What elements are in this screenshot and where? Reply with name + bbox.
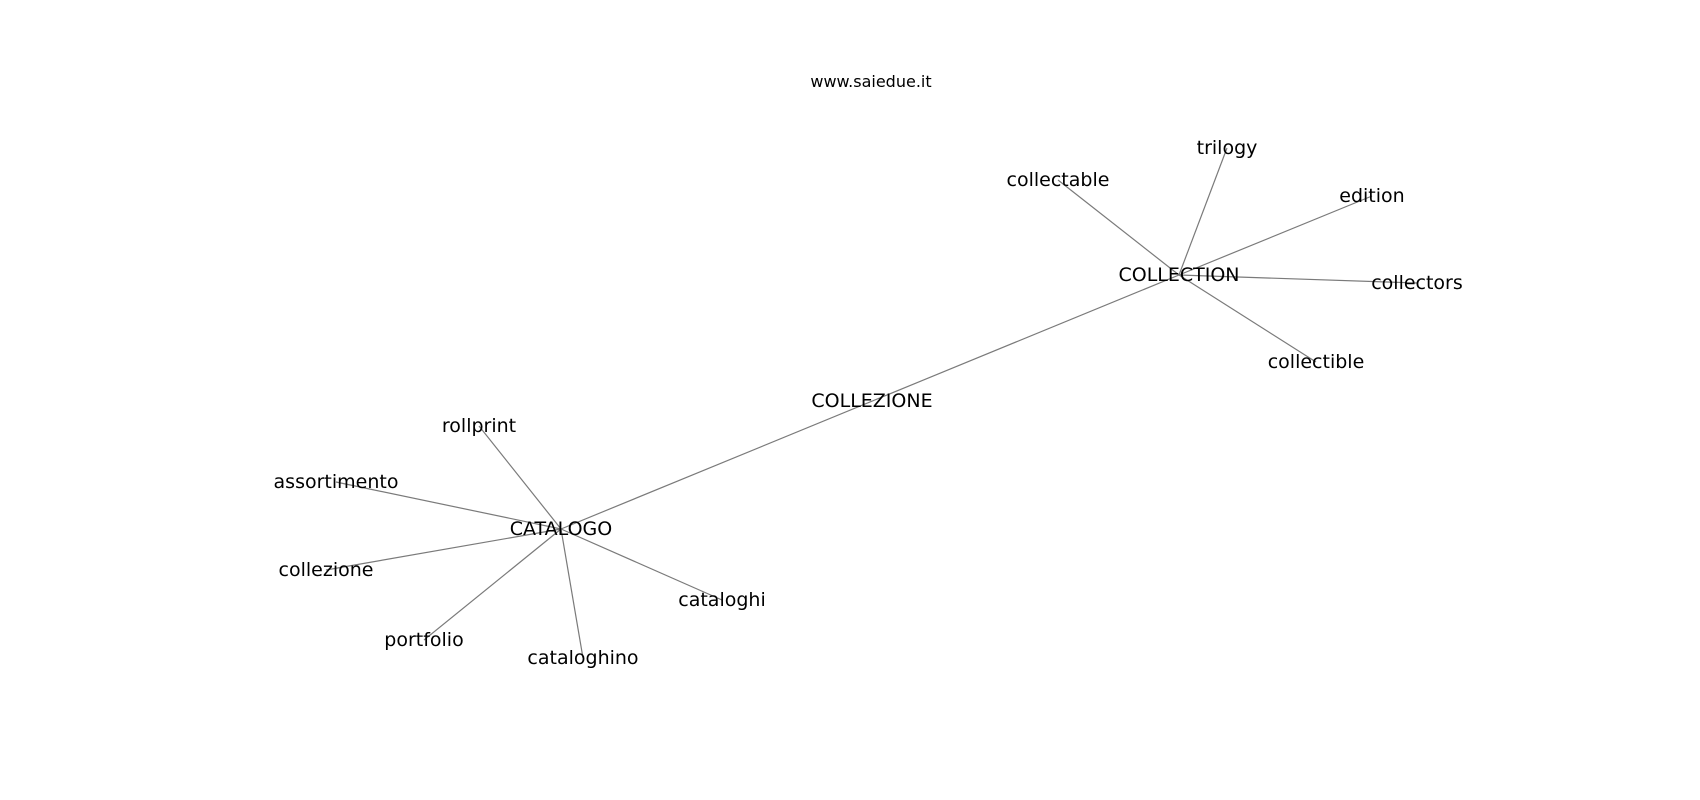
edges-layer xyxy=(325,147,1418,659)
nodes-layer: COLLEZIONE CATALOGO COLLECTION rollprint ass… xyxy=(274,137,1463,669)
edge-catalogo-collezione_it xyxy=(325,528,562,571)
node-collezione: COLLEZIONE xyxy=(811,390,932,412)
node-cataloghino: cataloghino xyxy=(527,647,638,669)
edge-collection-edition xyxy=(1178,195,1373,276)
node-trilogy: trilogy xyxy=(1197,137,1258,159)
edge-collection-trilogy xyxy=(1178,147,1228,276)
edge-catalogo-cataloghino xyxy=(560,528,584,659)
node-rollprint: rollprint xyxy=(442,415,516,437)
node-catalogo: CATALOGO xyxy=(510,518,612,540)
edge-catalogo-collection xyxy=(560,274,1180,530)
node-portfolio: portfolio xyxy=(384,629,463,651)
edge-catalogo-rollprint xyxy=(478,425,562,530)
site-url-title: www.saiedue.it xyxy=(810,72,932,91)
node-collectable: collectable xyxy=(1007,169,1110,191)
edge-collection-collectors xyxy=(1178,274,1418,284)
edge-catalogo-assortimento xyxy=(335,481,562,530)
edge-collection-collectable xyxy=(1057,179,1180,276)
node-cataloghi: cataloghi xyxy=(678,589,765,611)
node-edition: edition xyxy=(1339,185,1404,207)
node-assortimento: assortimento xyxy=(274,471,399,493)
edge-collection-collectible xyxy=(1178,274,1317,363)
node-collezione_it: collezione xyxy=(279,559,374,581)
node-collection: COLLECTION xyxy=(1118,264,1239,286)
edge-catalogo-portfolio xyxy=(423,528,562,641)
node-collectors: collectors xyxy=(1371,272,1463,294)
node-collectible: collectible xyxy=(1268,351,1365,373)
edge-catalogo-cataloghi xyxy=(560,528,723,601)
